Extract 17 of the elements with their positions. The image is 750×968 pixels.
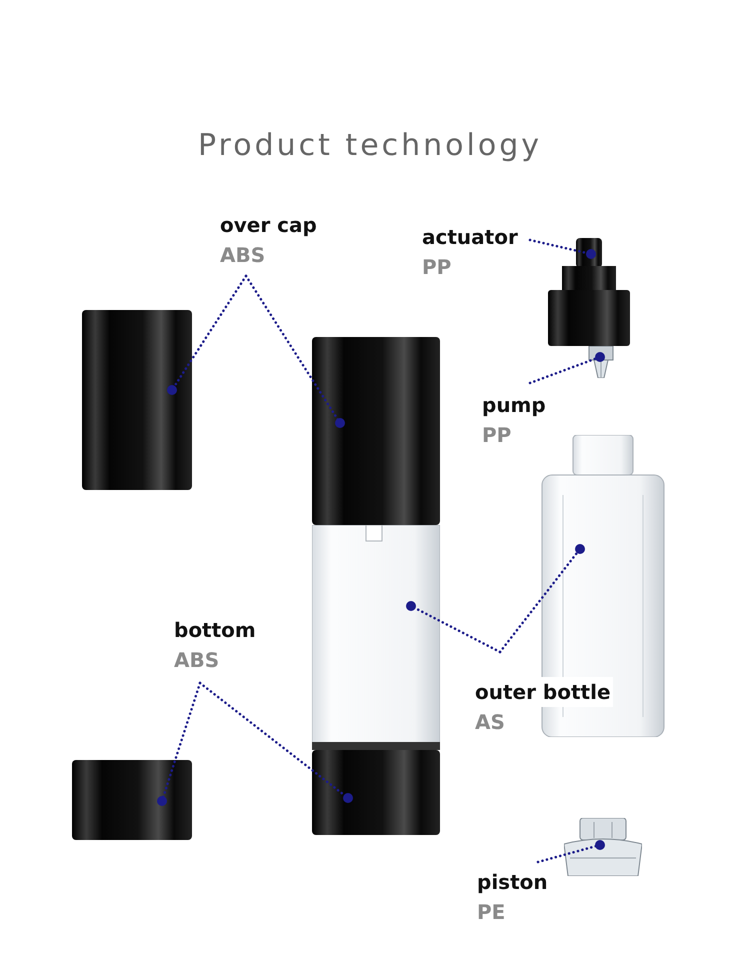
leader-line <box>498 544 585 654</box>
base-drawing <box>312 750 440 835</box>
leader-line <box>536 840 605 864</box>
leader-line <box>198 682 353 803</box>
base-drawing <box>72 760 192 840</box>
leader-line <box>406 601 502 654</box>
actuator-drawing <box>548 238 630 346</box>
piston-drawing <box>564 818 642 876</box>
pump-tube-drawing <box>586 346 616 378</box>
clear-body-drawing <box>312 525 440 750</box>
cap-drawing <box>82 310 192 490</box>
part-name: outer bottle <box>473 677 613 707</box>
title: Product technology <box>196 128 544 163</box>
cap-drawing <box>312 337 440 525</box>
leader-line <box>528 352 605 384</box>
leader-line <box>244 274 345 428</box>
leader-line <box>528 238 596 259</box>
